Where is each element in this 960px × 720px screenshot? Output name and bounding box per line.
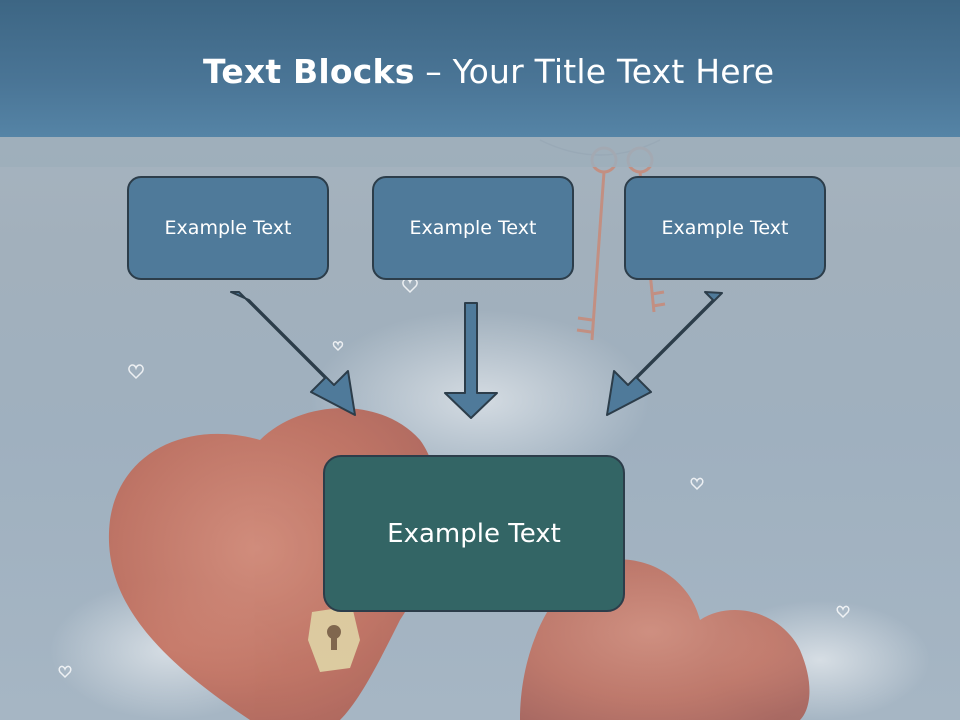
slide-title[interactable]: Text Blocks – Your Title Text Here <box>203 52 774 91</box>
text-block-left-label: Example Text <box>164 217 292 239</box>
text-block-right-label: Example Text <box>661 217 789 239</box>
text-block-right[interactable]: Example Text <box>624 176 826 280</box>
text-block-target[interactable]: Example Text <box>323 455 625 612</box>
text-block-center-label: Example Text <box>409 217 537 239</box>
slide-title-rest: – Your Title Text Here <box>414 52 775 91</box>
arrow-down-icon[interactable] <box>444 302 498 419</box>
slide-title-bold: Text Blocks <box>203 52 415 91</box>
title-bar <box>0 0 960 137</box>
arrow-down-right-icon[interactable] <box>230 291 356 416</box>
text-block-target-label: Example Text <box>387 518 561 549</box>
text-block-left[interactable]: Example Text <box>127 176 329 280</box>
title-bar-strip <box>0 137 960 167</box>
text-block-center[interactable]: Example Text <box>372 176 574 280</box>
arrow-down-left-icon[interactable] <box>606 291 723 416</box>
